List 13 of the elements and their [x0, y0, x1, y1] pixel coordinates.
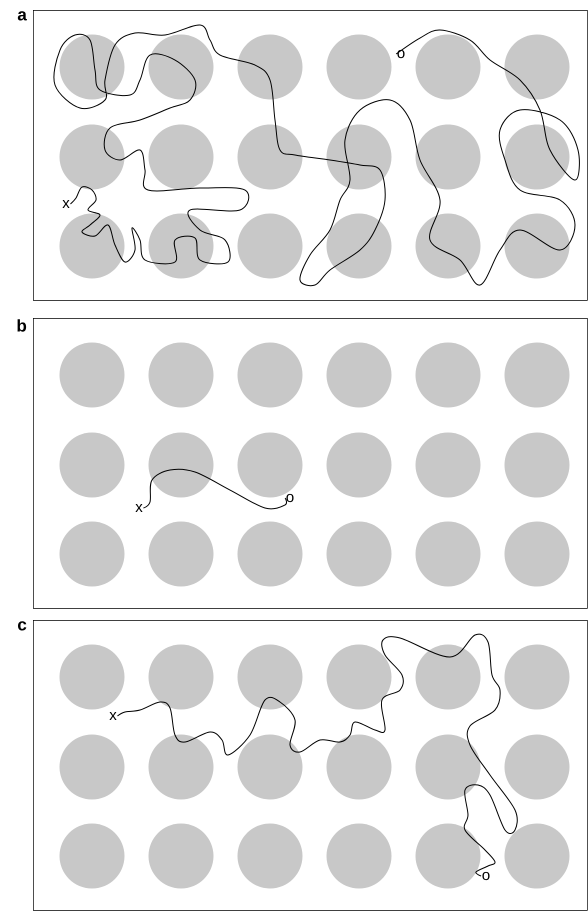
panel-label: b — [18, 319, 26, 332]
endpoint-label: o — [286, 494, 294, 502]
path-line — [116, 634, 518, 876]
path-line — [142, 468, 288, 510]
panel-frame — [18, 10, 588, 301]
endpoint-label: x — [109, 712, 117, 720]
panel-label: c — [18, 621, 26, 631]
panel-label: a — [18, 11, 27, 21]
endpoint-label: o — [482, 872, 490, 880]
endpoint-label: x — [62, 200, 70, 208]
panel-frame — [18, 620, 588, 911]
endpoint-label: x — [135, 504, 143, 512]
panel-frame — [18, 318, 588, 609]
